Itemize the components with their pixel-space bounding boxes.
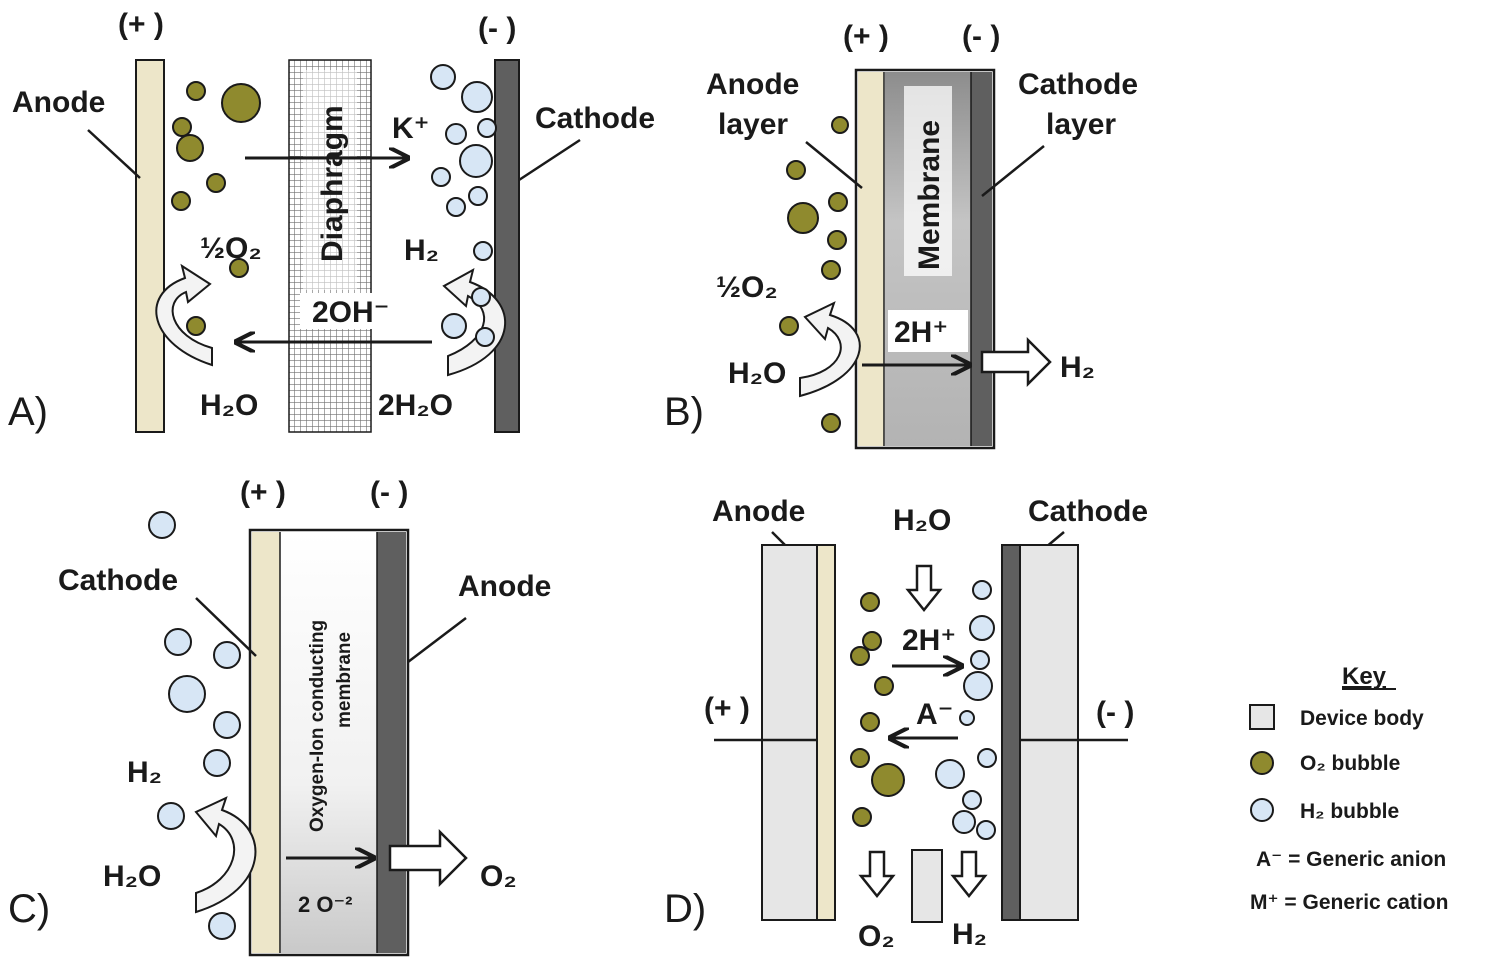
panel-c-two-o: 2 O⁻² [298,892,352,917]
panel-d-o2-out-arrow [858,850,896,899]
panel-b-anode-label-1: Anode [706,68,799,101]
panel-d-center-device-body [911,849,943,923]
panel-a-cathode-leader [518,138,581,182]
panel-d-minus: (- ) [1096,696,1134,729]
panel-a-anode-leader [87,129,141,179]
panel-b-anode-leader [805,141,863,189]
panel-b-id: B) [664,390,704,434]
panel-d-h2o: H₂O [893,504,951,537]
panel-d-o2: O₂ [858,920,895,953]
panel-b-minus: (- ) [962,20,1000,53]
panel-c-plus: (+ ) [240,476,286,509]
panel-b-h2-out-arrow [980,336,1052,388]
key-o2-bubble: O₂ bubble [1300,752,1400,775]
panel-a-half-o2: ½O₂ [200,232,262,265]
panel-a-h2o: H₂O [200,389,258,422]
panel-a-cathode-electrode [494,59,520,433]
panel-b-membrane-label-bg [904,86,952,276]
panel-c-id: C) [8,887,50,931]
panel-a-anode-electrode [135,59,165,433]
panel-c-h2-bubbles [148,511,241,940]
panel-d-cathode-label: Cathode [1028,495,1148,528]
panel-b-h2o: H₂O [728,357,786,390]
legend-key: Key Device body O₂ bubble H₂ bubble A⁻ =… [1249,663,1448,914]
key-h2-swatch [1250,798,1274,822]
panel-a-diaphragm-label-bg [303,70,357,290]
panel-c-o2: O₂ [480,860,517,893]
panel-a-plus: (+ ) [118,8,164,41]
panel-b-curved-arrow [799,301,861,398]
panel-a-id: A) [8,390,48,434]
panel-a-oh-label-bg [300,293,405,329]
panel-b-plus: (+ ) [843,20,889,53]
panel-a-h2: H₂ [404,234,439,267]
panel-a-two-h2o: 2H₂O [378,389,453,422]
panel-d-anode-label: Anode [712,495,805,528]
panel-c-minus: (- ) [370,476,408,509]
panel-a: (+ ) (- ) Diaphragm Anode Cathode K⁺ ½O₂… [8,8,655,434]
panel-b: (+ ) (- ) Membrane Anode layer Cathode l… [664,20,1138,450]
panel-a-anode-curved-arrow [155,263,213,367]
panel-b-cathode-layer [971,72,992,446]
panel-c-o2-out-arrow [388,828,468,888]
panel-c-curved-arrow [194,796,257,914]
panel-b-two-h: 2H⁺ [894,316,948,349]
panel-d-right-device-body [1019,544,1079,921]
key-anion: A⁻ = Generic anion [1256,848,1446,871]
panel-d-h2: H₂ [952,918,987,951]
panel-c-cathode-leader [195,597,257,657]
panel-c-cathode-layer [252,532,280,953]
key-device-body-swatch [1249,704,1275,730]
panel-c-anode-label: Anode [458,570,551,603]
panel-a-h2-bubbles [430,64,497,347]
panel-a-anode-label: Anode [12,86,105,119]
key-title: Key [1342,663,1387,690]
panel-d-anion: A⁻ [916,698,954,731]
panel-d-two-h: 2H⁺ [902,624,956,657]
panel-b-anode-layer [858,72,884,446]
panel-c: (+ ) (- ) Oxygen-Ion conducting membrane… [8,476,551,957]
panel-b-half-o2: ½O₂ [716,271,778,304]
panel-d: Anode Cathode (+ ) (- ) H₂O 2H⁺ A⁻ O₂ H₂… [664,495,1148,953]
panel-b-cathode-label-1: Cathode [1018,68,1138,101]
panel-c-membrane-label-2: membrane [334,632,355,728]
panel-b-o2-bubbles [779,116,849,433]
panel-a-o2-bubbles [171,81,261,336]
panel-c-cathode-label: Cathode [58,564,178,597]
panel-c-anode-layer [377,532,406,953]
panel-d-o2-bubbles [850,592,905,827]
panel-b-cathode-leader [981,145,1045,197]
panel-a-k-ion: K⁺ [392,112,430,145]
key-h2-bubble: H₂ bubble [1300,800,1399,823]
panel-d-h2-out-arrow [950,850,988,899]
panel-b-h-label-bg [888,310,968,352]
panel-c-h2: H₂ [127,756,162,789]
panel-d-left-device-body [761,544,818,921]
panel-d-id: D) [664,887,706,931]
panel-c-membrane-label-1: Oxygen-Ion conducting [307,620,328,832]
key-device-body: Device body [1300,707,1424,730]
panel-a-diaphragm-label: Diaphragm [316,105,349,262]
key-o2-swatch [1250,751,1274,775]
panel-b-cathode-label-2: layer [1046,108,1116,141]
panel-d-plus: (+ ) [704,692,750,725]
panel-a-two-oh: 2OH⁻ [312,296,390,329]
panel-d-h2o-in-arrow [905,564,943,613]
panel-a-minus: (- ) [478,12,516,45]
panel-b-anode-label-2: layer [718,108,788,141]
key-cation: M⁺ = Generic cation [1250,891,1448,914]
panel-b-membrane-label: Membrane [913,120,946,270]
panel-c-h2o: H₂O [103,860,161,893]
panel-d-anode-electrode [816,544,836,921]
panel-c-anode-leader [407,617,467,663]
panel-a-cathode-label: Cathode [535,102,655,135]
panel-b-h2: H₂ [1060,351,1095,384]
panel-d-cathode-electrode [1001,544,1021,921]
panel-d-h2-bubbles [935,580,997,840]
panel-c-membrane [281,532,377,953]
